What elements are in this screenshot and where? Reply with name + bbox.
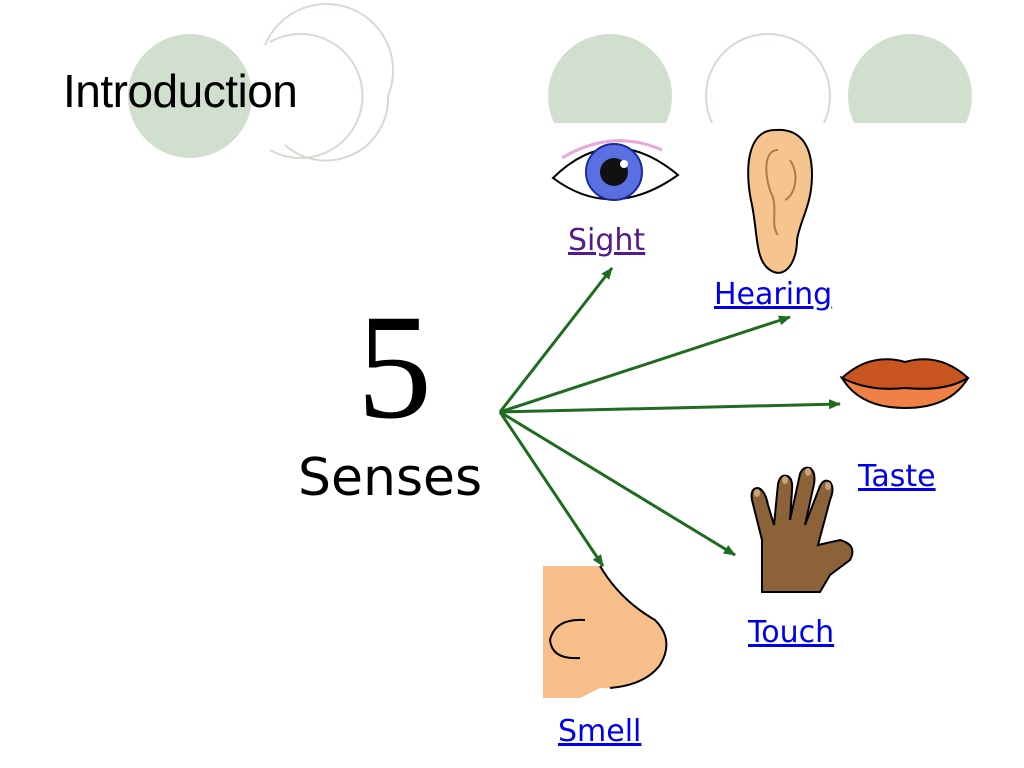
- arrow-to-touch: [499, 410, 736, 557]
- decor-circle-filled-mid: [548, 34, 672, 123]
- decor-circle-filled-right: [848, 34, 972, 123]
- lips-icon: [839, 358, 970, 410]
- hearing-link[interactable]: Hearing: [714, 277, 833, 312]
- decor-circle-outline-mid: [705, 33, 831, 123]
- arrow-to-smell: [498, 411, 605, 567]
- sight-link[interactable]: Sight: [568, 223, 646, 258]
- arrow-to-hearing: [499, 315, 791, 414]
- arrow-to-taste: [499, 399, 841, 414]
- nose-icon: [543, 565, 668, 698]
- decor-circle-outline-left-arc: [264, 2, 395, 162]
- ear-icon: [747, 128, 814, 274]
- decor-circle-filled-left: [128, 34, 252, 158]
- taste-link[interactable]: Taste: [858, 459, 936, 494]
- five-number: 5: [357, 284, 432, 450]
- eye-icon: [551, 139, 680, 201]
- arrow-to-sight: [498, 267, 614, 413]
- senses-heading: Senses: [298, 448, 483, 508]
- hand-icon: [750, 466, 854, 593]
- smell-link[interactable]: Smell: [558, 714, 642, 749]
- touch-link[interactable]: Touch: [748, 615, 835, 650]
- slide-title: Introduction: [63, 65, 298, 117]
